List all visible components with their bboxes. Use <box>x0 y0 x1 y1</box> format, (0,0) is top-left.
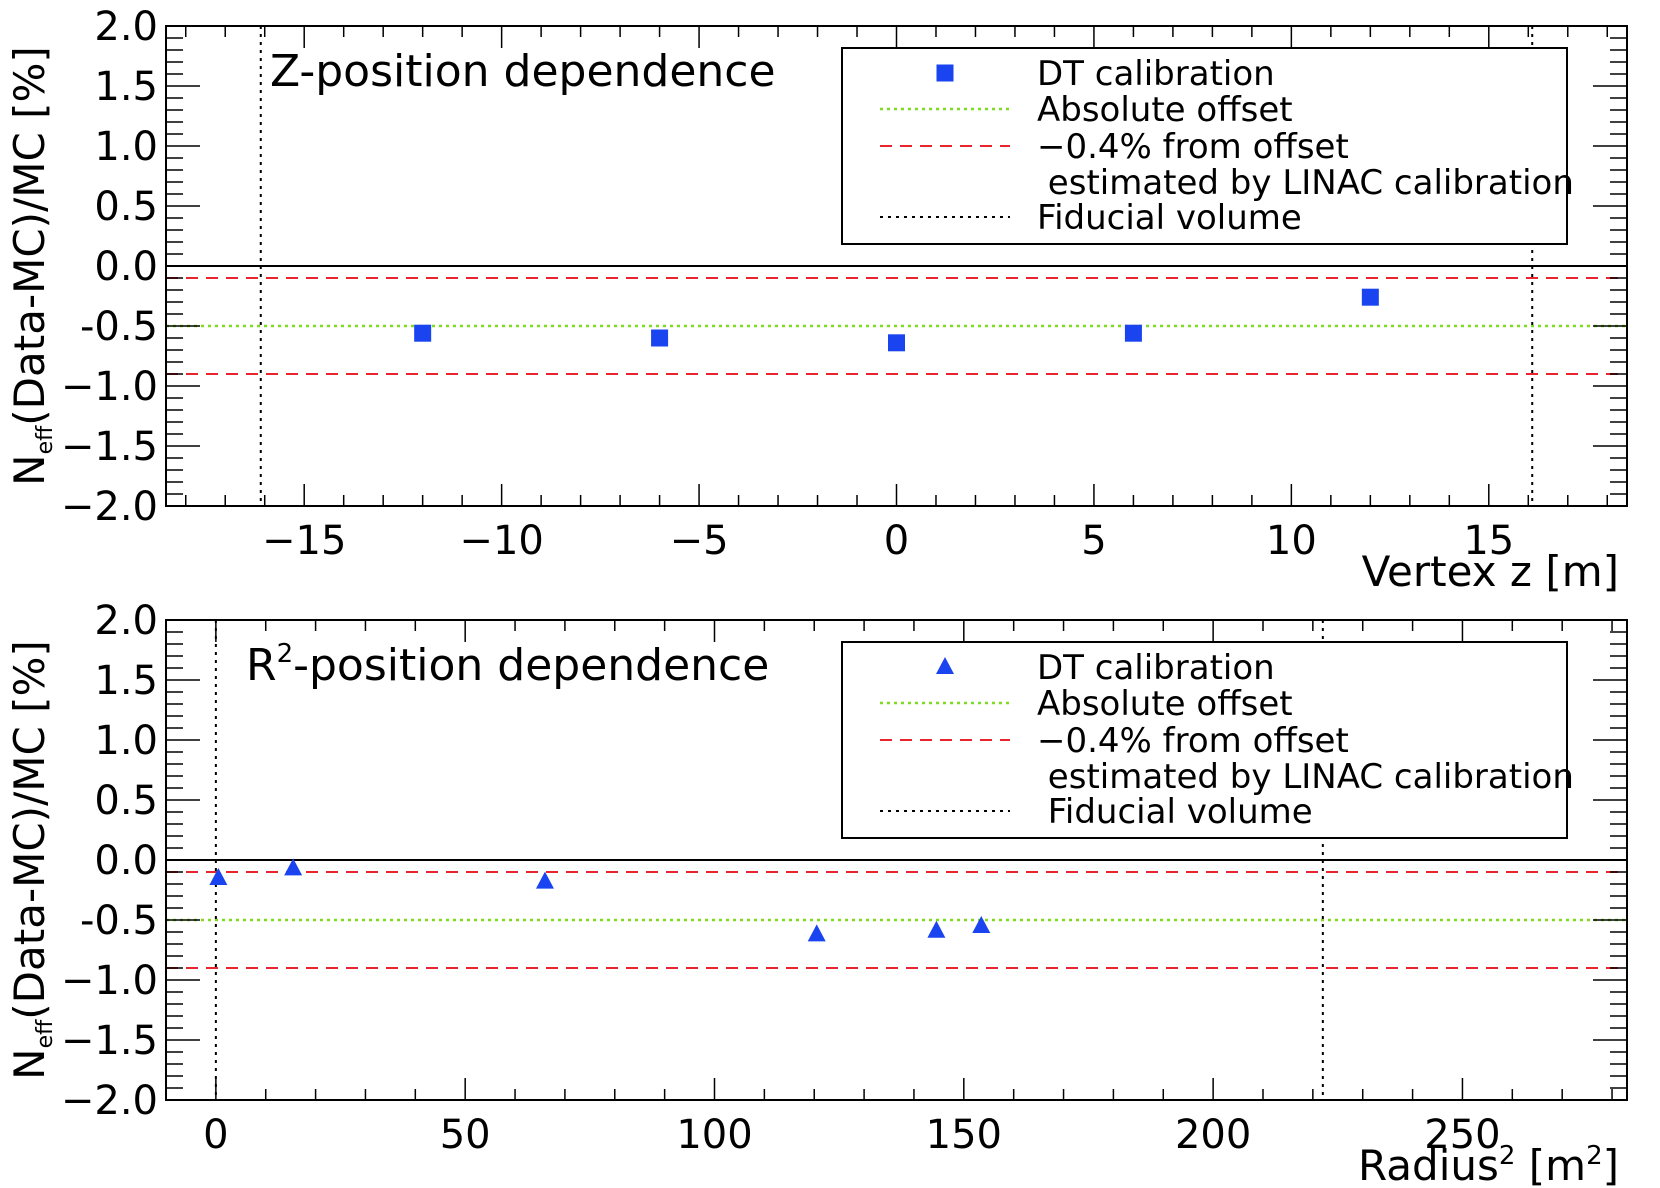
legend-label: Fiducial volume <box>1037 198 1302 238</box>
y-axis-title-rest: (Data-MC)/MC [%] <box>5 640 54 1020</box>
panel-title-sup: 2 <box>277 639 294 669</box>
y-tick-label: −1.5 <box>61 424 158 470</box>
x-axis-title-sup: 2 <box>1499 1141 1516 1171</box>
y-tick-label: -0.5 <box>80 304 158 350</box>
data-point <box>972 916 991 933</box>
legend-marker <box>936 64 954 82</box>
y-tick-label: −2.0 <box>61 1078 158 1124</box>
y-axis-title-main: N <box>5 454 54 485</box>
y-tick-label: 1.0 <box>94 718 158 764</box>
legend-label: Absolute offset <box>1037 90 1293 130</box>
data-point <box>1361 288 1379 306</box>
data-point <box>927 920 946 938</box>
data-point <box>888 334 905 352</box>
legend-label: DT calibration <box>1037 54 1275 94</box>
z-position-panel: −15 −10 −5 0 5 10 15 2.0 1.5 1.0 0.5 0.0 -0.5 −1.0 −1.… <box>5 4 1628 596</box>
x-tick-label: −10 <box>459 518 543 564</box>
x-tick-label: 100 <box>676 1112 752 1158</box>
data-point <box>414 324 432 342</box>
x-tick-label: 10 <box>1266 518 1317 564</box>
y-axis-title-sub: eff <box>33 1019 58 1049</box>
panel-title-rest: -position dependence <box>293 640 769 691</box>
y-axis-title-rest: (Data-MC)/MC [%] <box>5 46 54 426</box>
r2-position-panel: 0 50 100 150 200 250 2.0 1.5 1.0 0.5 0.0 -0.5 −1.0 −1… <box>5 598 1628 1188</box>
x-tick-label: 250 <box>1424 1112 1500 1158</box>
x-axis-title-end: ] <box>1603 1141 1619 1188</box>
panel-title: Z-position dependence <box>270 46 776 97</box>
y-tick-label: 0.0 <box>94 244 158 290</box>
y-tick-label: 0.5 <box>94 778 158 824</box>
y-axis-title-sub: eff <box>33 425 58 455</box>
x-axis-title-main: Radius <box>1358 1141 1499 1188</box>
y-tick-label: 0.0 <box>94 838 158 884</box>
y-tick-label: −1.0 <box>61 364 158 410</box>
legend-marker <box>936 657 954 674</box>
y-tick-label: -0.5 <box>80 898 158 944</box>
x-axis-title: Vertex z [m] <box>1362 547 1619 596</box>
panel-title-main: R <box>246 640 277 691</box>
data-point <box>1124 324 1142 342</box>
x-tick-label: 5 <box>1081 518 1106 564</box>
data-point <box>284 858 303 876</box>
panel-title: R2-position dependence <box>246 639 769 691</box>
y-tick-label: 2.0 <box>94 4 158 50</box>
x-tick-label: 15 <box>1463 518 1514 564</box>
data-point <box>535 871 554 889</box>
x-axis-title-rest: [m <box>1515 1141 1586 1188</box>
x-axis-title: Radius2 [m2] <box>1358 1141 1619 1188</box>
legend-label: Fiducial volume <box>1037 792 1313 832</box>
x-tick-label: 200 <box>1175 1112 1251 1158</box>
y-tick-label: −1.0 <box>61 958 158 1004</box>
data-point <box>651 329 669 347</box>
data-point <box>209 868 228 885</box>
x-tick-label: −15 <box>262 518 346 564</box>
y-tick-label: −2.0 <box>61 484 158 530</box>
x-tick-label: 50 <box>440 1112 491 1158</box>
data-point <box>807 924 826 942</box>
x-tick-label: 150 <box>926 1112 1002 1158</box>
legend-label: estimated by LINAC calibration <box>1037 757 1574 797</box>
y-tick-label: 0.5 <box>94 184 158 230</box>
x-tick-label: 0 <box>203 1112 228 1158</box>
y-tick-label: 2.0 <box>94 598 158 644</box>
legend-label: DT calibration <box>1037 648 1275 688</box>
y-tick-label: 1.5 <box>94 64 158 110</box>
legend-label: estimated by LINAC calibration <box>1037 163 1574 203</box>
legend-label: −0.4% from offset <box>1037 127 1349 167</box>
y-tick-label: 1.5 <box>94 658 158 704</box>
y-tick-label: −1.5 <box>61 1018 158 1064</box>
x-tick-label: 0 <box>884 518 909 564</box>
y-tick-label: 1.0 <box>94 124 158 170</box>
x-axis-title-sup2: 2 <box>1586 1141 1603 1171</box>
x-tick-label: −5 <box>670 518 729 564</box>
legend-label: Absolute offset <box>1037 684 1293 724</box>
legend-label: −0.4% from offset <box>1037 721 1349 761</box>
y-axis-title: Neff(Data-MC)/MC [%] <box>5 640 58 1080</box>
y-axis-title-main: N <box>5 1048 54 1079</box>
y-axis-title: Neff(Data-MC)/MC [%] <box>5 46 58 486</box>
